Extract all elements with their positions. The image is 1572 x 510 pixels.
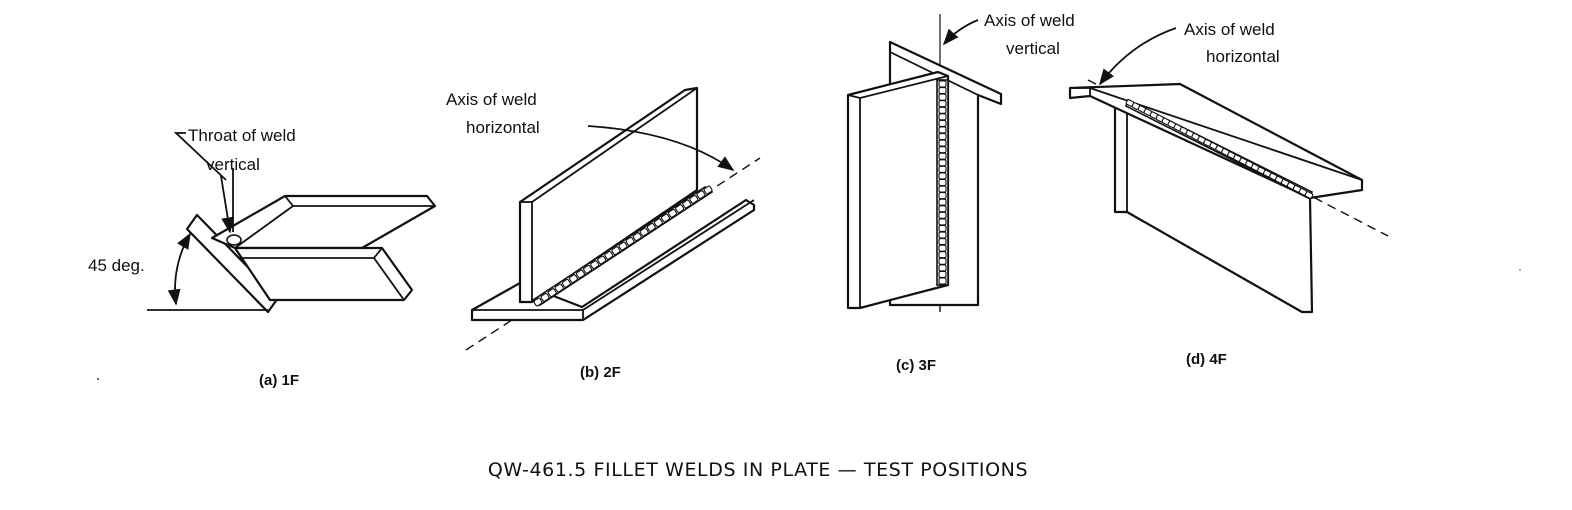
caption-1f: (a) 1F [259,372,299,389]
vertical-label-1f: vertical [206,155,260,174]
lower-plate [233,246,414,302]
weld-ripple [938,205,947,213]
weld-ripple [583,264,593,274]
weld-ripple [938,211,947,219]
weld-ripple [938,100,947,108]
panel-4f: Axis of weld horizontal (d) 4F [1068,20,1389,368]
weld-ripple [568,274,578,284]
weld-ripple [668,208,678,218]
weld-ripple [1304,191,1314,199]
weld-ripple [653,218,663,228]
caption-3f: (c) 3F [896,357,936,374]
panel-1f: Throat of weld vertical 45 deg. (a) 1F [88,126,437,389]
axis-of-weld-label-2f: Axis of weld [446,90,537,109]
horizontal-label-2f: horizontal [466,118,540,137]
weld-ripple [938,192,947,200]
weld-ripple [938,198,947,206]
weld-ripple [938,238,947,246]
weld-ripple [938,218,947,226]
weld-ripple [938,277,947,285]
horizontal-label-4f: horizontal [1206,47,1280,66]
caption-4f: (d) 4F [1186,351,1227,368]
weld-ripple [597,255,607,265]
front-plate-3f [846,70,950,310]
weld-ripple [938,106,947,114]
weld-ripple [540,292,550,302]
weld-ripple [938,270,947,278]
weld-ripple [938,251,947,259]
weld-ripple [639,227,649,237]
weld-ripple [938,132,947,141]
weld-ripple [575,269,586,279]
weld-ripple [938,244,947,252]
panel-2f: Axis of weld horizontal (b) 2F [446,86,761,381]
caption-2f: (b) 2F [580,364,621,381]
weld-ripple [554,283,564,293]
throat-of-weld-label: Throat of weld [188,126,296,145]
weld-bead-1f [226,234,242,246]
45-deg-label: 45 deg. [88,256,145,275]
weld-ripple [696,190,706,200]
weld-ripple [938,159,947,167]
weld-ripple [675,204,685,214]
weld-ripple [938,231,947,239]
weld-ripple [938,152,947,160]
axis-of-weld-label-3f: Axis of weld [984,11,1075,30]
weld-ripple [632,232,642,242]
vertical-label-3f: vertical [1006,39,1060,58]
weld-ripple [611,246,621,256]
weld-ripple [547,288,557,298]
weld-ripple [938,146,947,154]
weld-ripple [938,224,947,233]
weld-ripple [660,213,671,223]
weld-ripple [938,87,947,95]
weld-ripple [938,126,947,134]
figure-title: QW-461.5 FILLET WELDS IN PLATE — TEST PO… [488,459,1028,481]
weld-ripple [938,165,947,173]
weld-ripple [938,139,947,147]
panel-3f: Axis of weld vertical (c) 3F [846,11,1075,374]
weld-ripple [938,93,947,101]
weld-ripple [604,250,614,260]
vertical-plate-2f [518,86,699,304]
weld-ripple [703,185,713,195]
weld-ripple [938,113,947,121]
weld-ripple [938,119,947,127]
weld-ripple [561,278,571,288]
weld-ripple [938,185,947,193]
weld-ripple [625,236,635,246]
weld-ripple [938,80,947,88]
weld-ripple [646,222,656,232]
weld-ripple [938,264,947,272]
weld-ripple [618,241,628,251]
weld-ripple [938,257,947,265]
weld-ripple [689,194,699,204]
axis-of-weld-label-4f: Axis of weld [1184,20,1275,39]
weld-ripple [533,297,543,307]
weld-ripple [682,199,692,209]
weld-ripple [938,172,947,180]
weld-ripple [590,260,600,270]
weld-ripple [938,178,947,187]
